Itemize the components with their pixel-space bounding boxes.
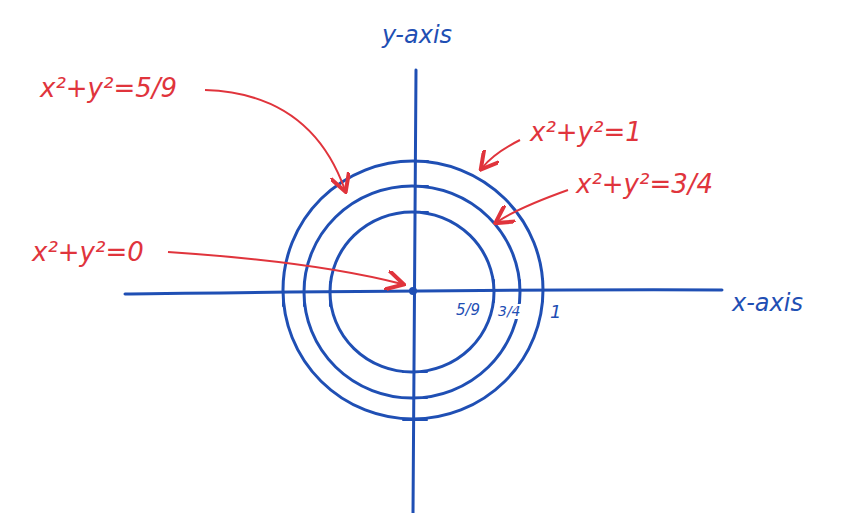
axis-label: y-axis: [380, 22, 454, 48]
x-axis-line: [125, 290, 722, 294]
tick-label: 3/4: [496, 304, 523, 319]
middle-circle: [304, 186, 520, 398]
equation-label: x²+y²=1: [528, 118, 644, 147]
leader-arrow: [482, 140, 520, 168]
equation-label: x²+y²=0: [30, 238, 146, 267]
leader-arrow: [168, 252, 402, 284]
leader-arrow: [205, 90, 345, 190]
tick-label: 5/9: [454, 302, 482, 319]
origin-dot: [409, 287, 417, 295]
axis-label: x-axis: [730, 290, 805, 316]
tick-marks: [283, 161, 543, 420]
leader-arrow: [497, 190, 568, 222]
equation-label: x²+y²=3/4: [574, 170, 715, 199]
inner-circle: [330, 212, 494, 372]
outer-circle: [283, 161, 543, 419]
tick-label: 1: [548, 302, 563, 322]
equation-label: x²+y²=5/9: [38, 74, 179, 103]
